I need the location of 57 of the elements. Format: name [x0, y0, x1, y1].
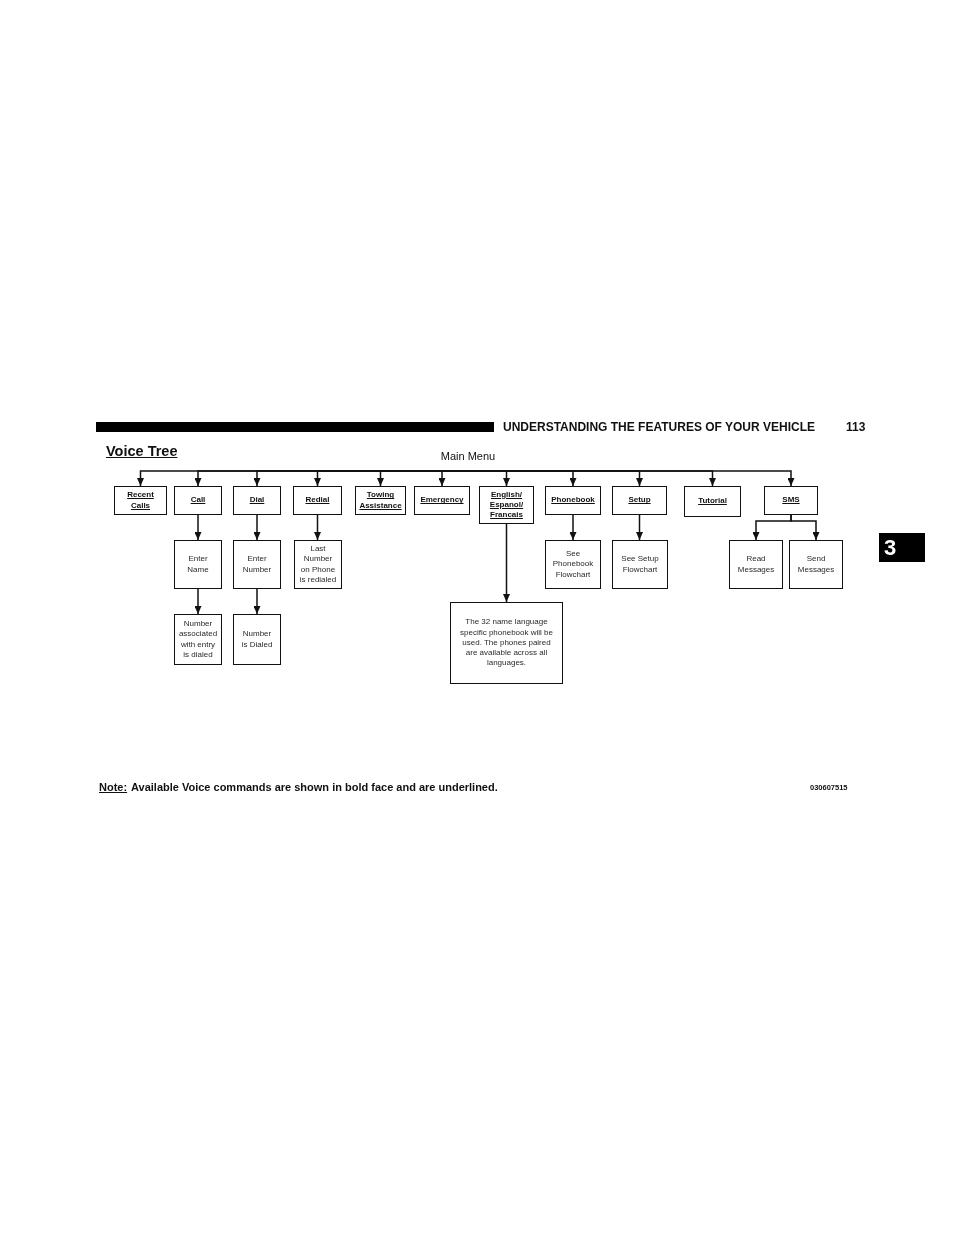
node-label: Number is Dialed: [240, 629, 274, 650]
command-box: [114, 486, 167, 515]
node-label: See Phonebook Flowchart: [551, 549, 595, 580]
node-label: Enter Number: [241, 554, 273, 575]
command-box: [545, 486, 601, 515]
arrow: [467, 470, 795, 487]
command-box: [414, 486, 470, 515]
node-label: Call: [190, 495, 206, 506]
info-box: [233, 614, 281, 665]
node-label: Towing Assistance: [358, 490, 403, 511]
running-header: UNDERSTANDING THE FEATURES OF YOUR VEHICLE: [503, 420, 816, 434]
page-number: 113: [846, 420, 866, 434]
chapter-tab: 3: [879, 533, 925, 562]
command-box: [764, 486, 818, 515]
info-box: [789, 540, 843, 589]
info-box: [450, 602, 563, 684]
info-box: [612, 540, 668, 589]
diagram-title: Voice Tree: [106, 443, 178, 459]
node-label: Number associated with entry is dialed: [177, 619, 219, 660]
arrow: [503, 523, 510, 603]
arrow: [636, 514, 643, 541]
node-label: Tutorial: [698, 496, 727, 507]
node-label: The 32 name language specific phonebook will be used. The phones paired are available across all languages.: [459, 617, 554, 669]
arrow: [194, 588, 202, 615]
node-label: See Setup Flowchart: [620, 554, 660, 575]
command-box: [174, 486, 222, 515]
info-box: [233, 540, 281, 589]
note-label: Note:: [99, 781, 128, 793]
command-box: [684, 486, 741, 517]
node-label: Enter Name: [186, 554, 210, 575]
info-box: [729, 540, 783, 589]
arrow: [569, 514, 577, 541]
node-label: Phonebook: [551, 495, 595, 506]
note-text: Available Voice commands are shown in bold face and are underlined.: [131, 781, 498, 793]
node-label: Dial: [249, 495, 265, 506]
node-label: English/ Espanol/ Francais: [488, 489, 525, 521]
arrow: [253, 514, 261, 541]
info-box: [174, 540, 222, 589]
arrow: [194, 514, 202, 541]
node-label: Last Number on Phone is redialed: [299, 544, 337, 585]
node-label: Redial: [305, 495, 330, 506]
arrow: [314, 514, 321, 541]
info-box: [545, 540, 601, 589]
node-label: Send Messages: [796, 554, 836, 575]
arrow: [253, 588, 261, 615]
arrow: [790, 514, 820, 541]
node-label: Recent Calls: [126, 490, 155, 511]
command-box: [233, 486, 281, 515]
node-label: Setup: [628, 495, 651, 506]
node-label: SMS: [782, 495, 800, 506]
command-box: [612, 486, 667, 515]
menu-heading: Main Menu: [440, 450, 496, 463]
node-label: Emergency: [420, 495, 464, 506]
command-box: [293, 486, 342, 515]
arrow: [438, 470, 469, 487]
command-box: [479, 486, 534, 524]
node-label: Read Messages: [736, 554, 776, 575]
